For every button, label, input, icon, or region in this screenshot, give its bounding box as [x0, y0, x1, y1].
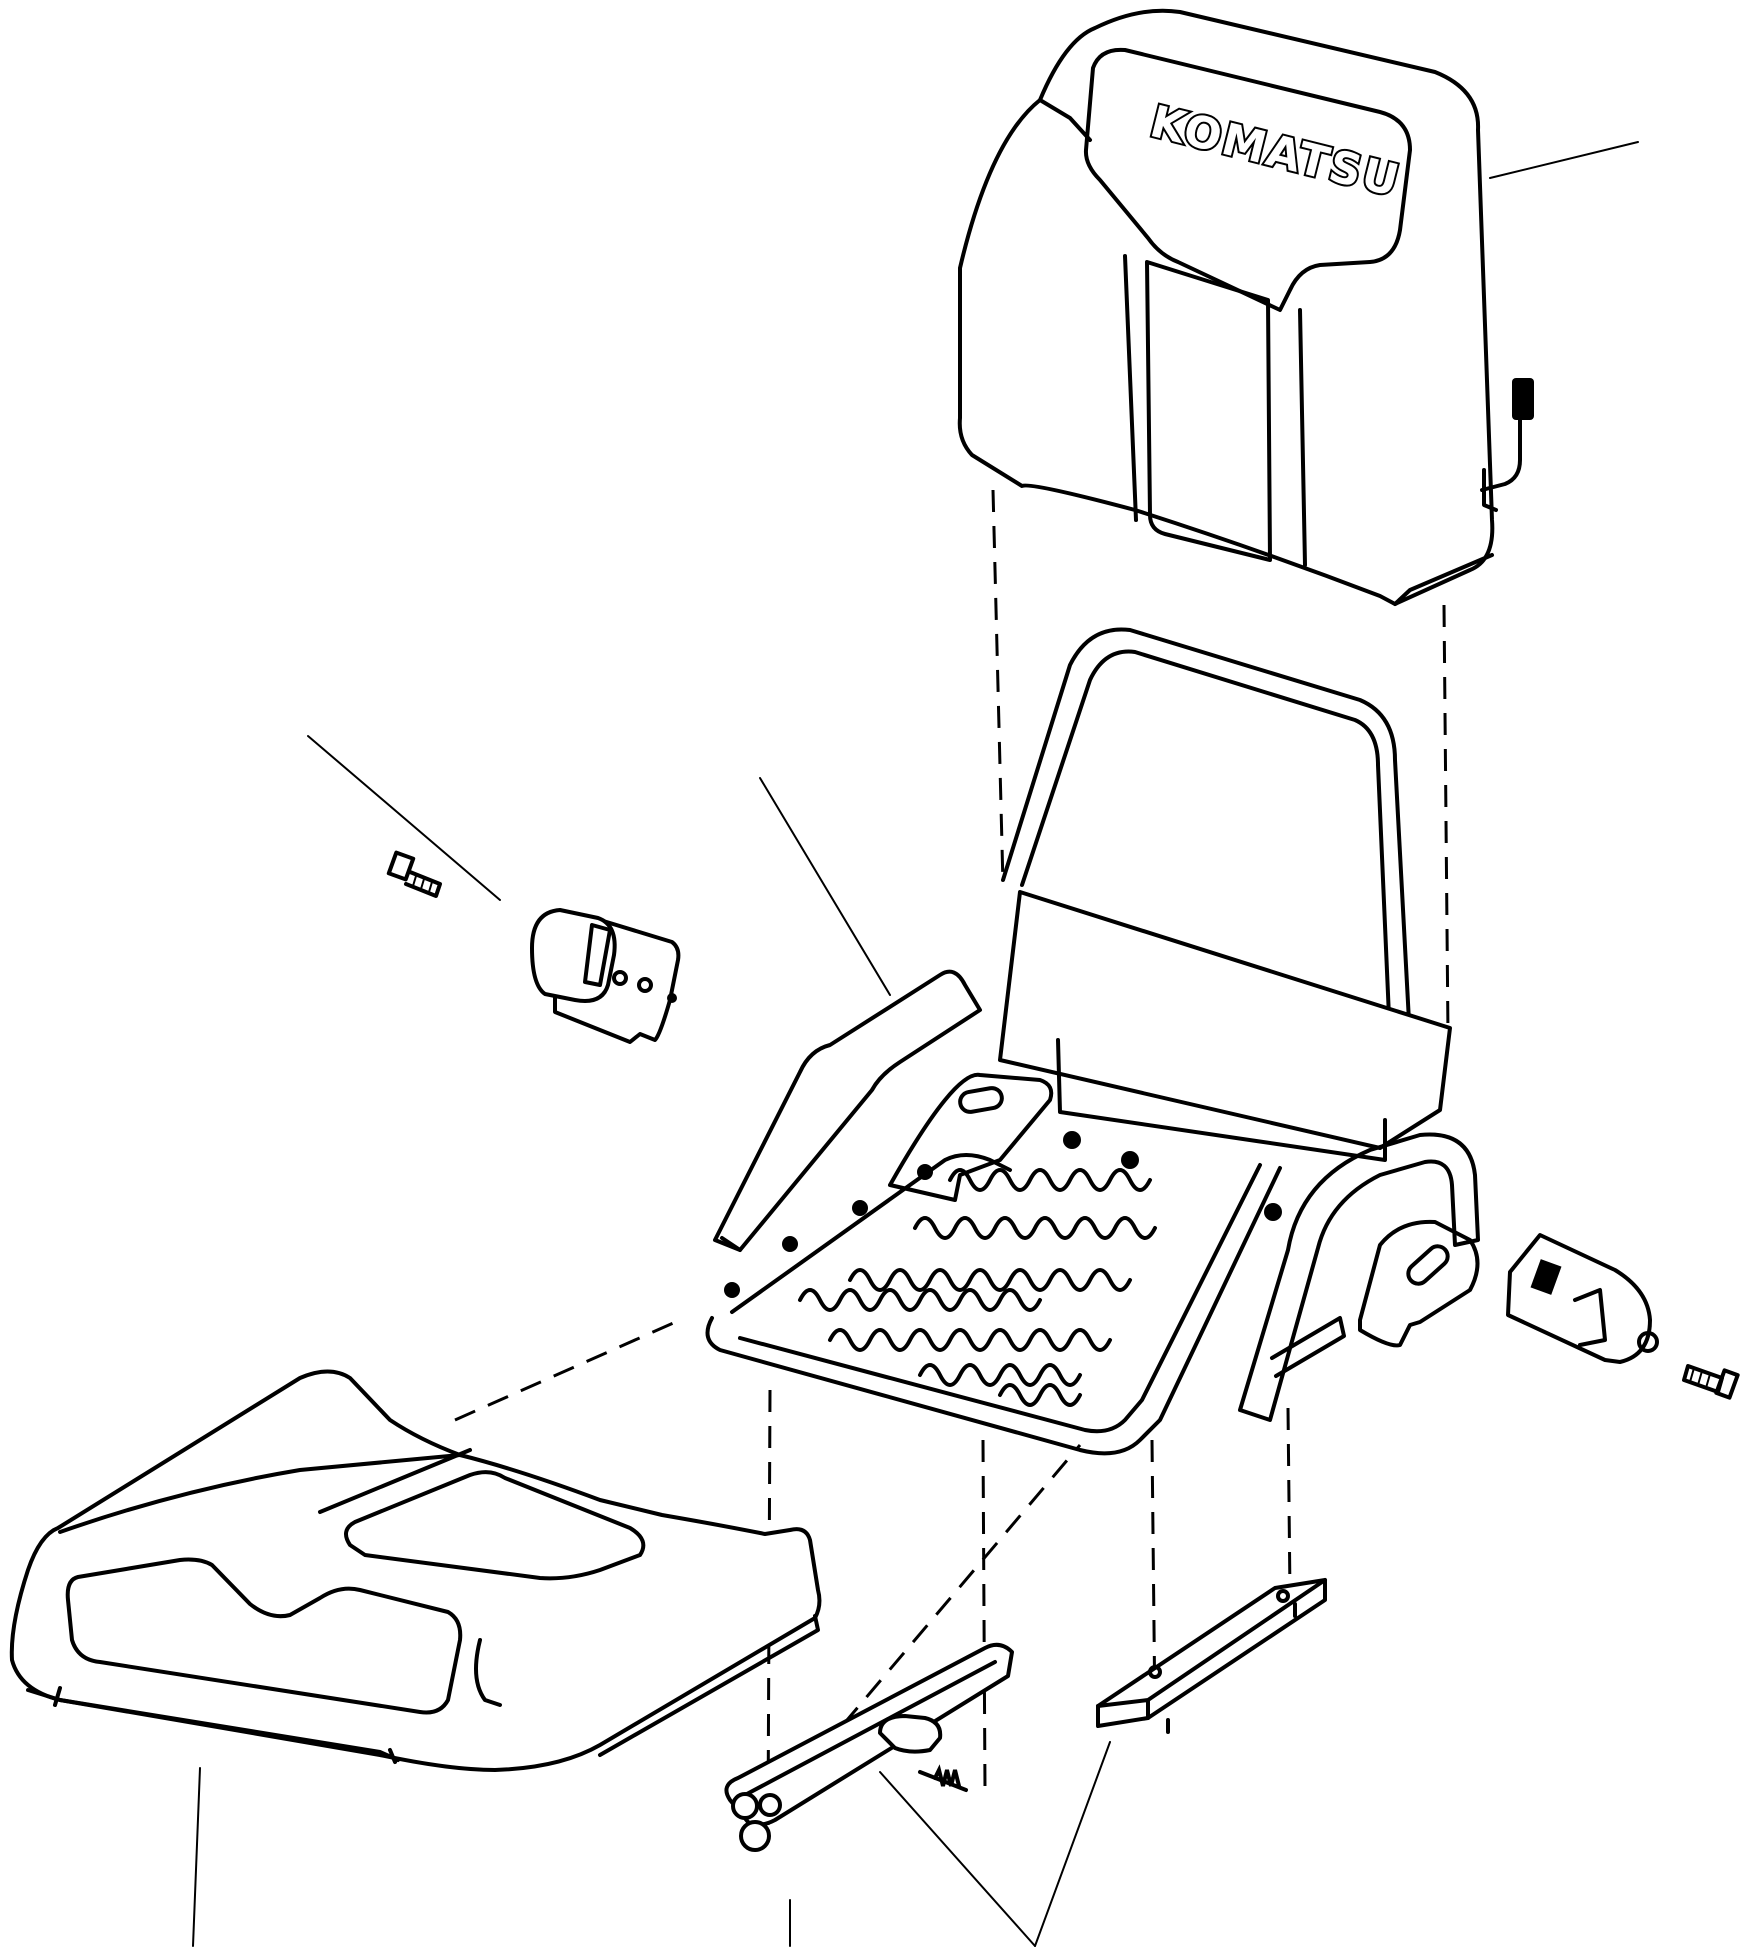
- back-tube-inner: [1020, 649, 1392, 1042]
- dash-backrest-left: [991, 489, 1005, 886]
- dash-cushion-front: [818, 1444, 1082, 1753]
- right-bolt-head: [1714, 1368, 1740, 1400]
- right-bracket-hole: [1637, 1331, 1659, 1353]
- back-plate: [998, 890, 1452, 1150]
- backrest: KOMATSU: [957, 8, 1534, 606]
- right-belt-bracket: [1506, 1233, 1740, 1400]
- right-armrest: [1238, 1132, 1480, 1422]
- left-bolt-head: [386, 850, 416, 882]
- cushion-left-pad: [65, 1557, 463, 1715]
- flat-rail-edges: [1096, 1578, 1327, 1720]
- slide-rail-knob: [739, 1820, 771, 1852]
- left-bracket-hole-1: [612, 970, 628, 986]
- spring-row-2: [913, 1216, 1157, 1240]
- spring-row-7: [998, 1383, 1082, 1407]
- bolt-hole-3: [1264, 1203, 1282, 1221]
- backrest-seam-right: [1298, 308, 1307, 567]
- left-bolt: [386, 850, 442, 898]
- leader-cushion: [192, 1767, 201, 1947]
- frame-rivet-4: [917, 1164, 933, 1180]
- seat-pan-tube-inner: [738, 1163, 1262, 1434]
- seat-pan-tube-outer: [705, 1166, 1282, 1456]
- slide-rail-latch: [878, 1714, 943, 1754]
- left-bracket-rivet: [667, 993, 677, 1003]
- leader-lines: [192, 141, 1639, 1947]
- left-bracket-strap: [583, 923, 612, 987]
- left-slot: [958, 1086, 1004, 1114]
- left-bolt-thread: [412, 875, 433, 893]
- cushion-front-seam: [53, 1686, 397, 1764]
- recline-lever: [1480, 378, 1534, 512]
- spring-row-6: [918, 1363, 1082, 1387]
- dash-cushion-rear: [454, 1318, 681, 1422]
- flat-rail-hole-1: [1148, 1665, 1162, 1679]
- leader-left-bracket: [307, 735, 501, 901]
- recline-lever-knob: [1512, 378, 1534, 420]
- slide-rail-end-cap-1: [731, 1792, 759, 1820]
- right-bracket-clip: [1530, 1259, 1562, 1295]
- recline-lever-arm: [1480, 418, 1522, 492]
- dash-backrest-right: [1442, 604, 1450, 1036]
- bolt-hole-2: [1121, 1151, 1139, 1169]
- seat-pan-tube-rear: [730, 1153, 1012, 1314]
- spring-row-4: [798, 1288, 1042, 1312]
- backrest-seam-left: [1123, 254, 1138, 522]
- recline-lever-base: [1482, 468, 1498, 512]
- dash-rail-4: [1286, 1407, 1292, 1596]
- leader-rails-a: [879, 1771, 1036, 1947]
- frame-rivet-1: [724, 1282, 740, 1298]
- cushion-bottom-edge: [598, 1614, 820, 1757]
- right-bolt-thread: [1689, 1367, 1711, 1389]
- leader-seat-frame: [759, 777, 891, 996]
- spring-row-1: [948, 1168, 1152, 1192]
- frame-rivet-2: [782, 1236, 798, 1252]
- cushion-center-pad: [344, 1470, 646, 1581]
- left-armrest-end: [720, 1236, 742, 1252]
- cushion-seam-mid: [318, 1448, 472, 1514]
- backrest-center-pad: [1145, 260, 1272, 562]
- left-bracket-buckle: [530, 908, 617, 1003]
- left-armrest: [713, 969, 982, 1252]
- leader-rails-b: [1034, 1741, 1111, 1947]
- backrest-bottom-edge: [1393, 553, 1494, 606]
- backrest-seam-top: [1038, 98, 1092, 142]
- cushion-front-edge: [26, 1688, 400, 1762]
- right-bracket-strap: [1573, 1288, 1607, 1347]
- flat-rail: [1096, 1578, 1327, 1734]
- slide-rail-lever-grip: [933, 1764, 961, 1788]
- front-cross-bar: [1270, 1316, 1346, 1378]
- slide-rail-assembly: [724, 1642, 1014, 1852]
- flat-rail-hole-2: [1276, 1589, 1290, 1603]
- right-slot: [1406, 1244, 1450, 1286]
- seat-cushion: [9, 1369, 822, 1772]
- seat-frame: [705, 627, 1480, 1456]
- back-plate-lower: [1056, 1038, 1387, 1162]
- slide-rail-groove: [743, 1660, 997, 1797]
- left-bracket-hole-2: [637, 977, 653, 993]
- right-bolt: [1682, 1364, 1740, 1400]
- leader-backrest: [1489, 141, 1639, 179]
- cushion-side-seam: [474, 1638, 502, 1707]
- back-tube-outer: [1001, 627, 1412, 1042]
- flat-rail-studs: [1166, 1602, 1297, 1734]
- left-belt-bracket: [386, 850, 681, 1044]
- backrest-logo-panel: [1083, 47, 1412, 312]
- dash-rail-2: [981, 1439, 987, 1791]
- spring-row-3: [848, 1268, 1132, 1292]
- spring-row-5: [828, 1328, 1112, 1352]
- cushion-rear-seam: [58, 1453, 462, 1534]
- slide-rail-end-cap-2: [758, 1793, 782, 1817]
- bolt-hole-1: [1063, 1131, 1081, 1149]
- seat-springs: [798, 1168, 1157, 1407]
- frame-rivet-3: [852, 1200, 868, 1216]
